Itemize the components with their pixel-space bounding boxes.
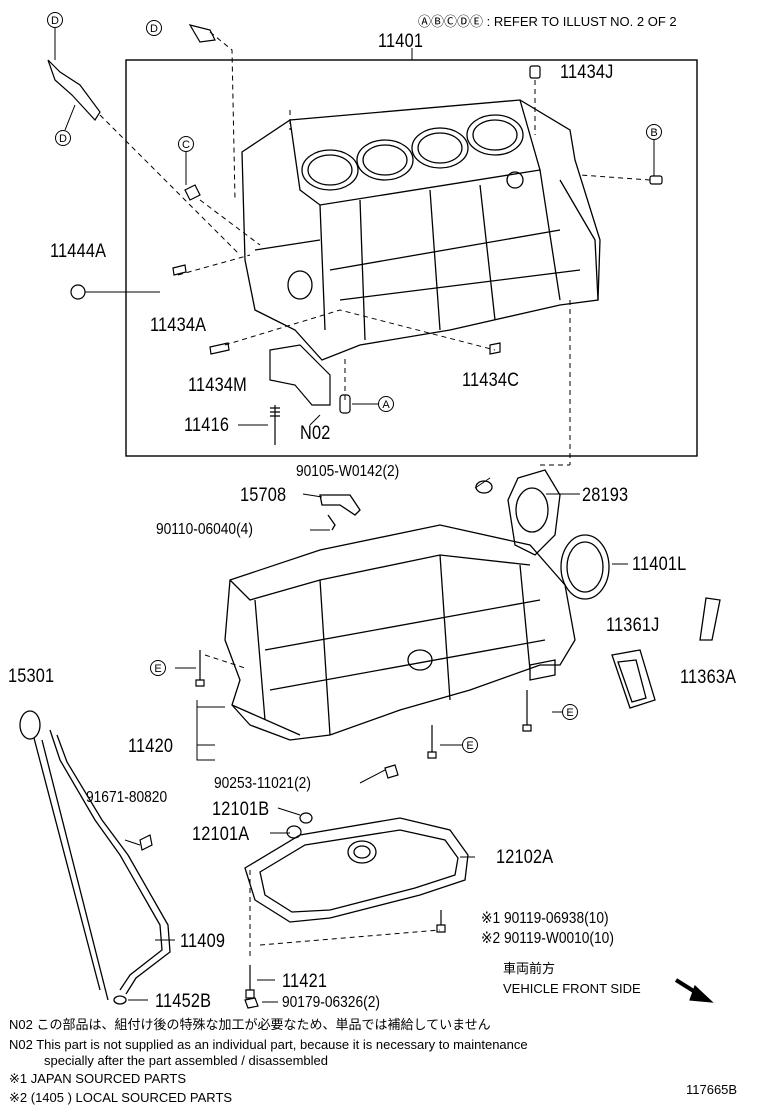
part-label-11401l: 11401L <box>632 554 687 575</box>
part-label-11416: 11416 <box>184 415 230 436</box>
ref-d-3: D <box>55 130 71 146</box>
note-n02-jp: N02 この部品は、組付け後の特殊な加工が必要なため、単品では補給していません <box>9 1017 491 1032</box>
ref-d-2: D <box>146 20 162 36</box>
part-label-12102a: 12102A <box>496 847 554 868</box>
part-label-11409: 11409 <box>180 931 226 952</box>
ref-e-1: E <box>150 660 166 676</box>
part-label-11401: 11401 <box>378 31 424 52</box>
ref-d-1: D <box>47 12 63 28</box>
bolts-lower <box>139 650 532 1009</box>
dipstick-drawing <box>19 710 171 1005</box>
part-label-15301: 15301 <box>8 666 55 687</box>
note-local-sourced: ※2 (1405 ) LOCAL SOURCED PARTS <box>9 1090 233 1105</box>
part-label-90119-1: ※1 90119-06938(10) <box>481 910 609 927</box>
part-label-90179: 90179-06326(2) <box>282 994 380 1011</box>
part-label-11363a: 11363A <box>680 667 737 688</box>
part-label-28193: 28193 <box>582 485 629 506</box>
note-japan-sourced: ※1 JAPAN SOURCED PARTS <box>9 1071 187 1086</box>
crankcase-drawing <box>224 524 576 741</box>
leader-lines-upper <box>99 31 651 466</box>
part-label-11420: 11420 <box>128 736 174 757</box>
vehicle-front-jp: 車両前方 <box>503 961 556 976</box>
refer-note: ⒶⒷⒸⒹⒺ : REFER TO ILLUST NO. 2 OF 2 <box>418 14 677 29</box>
part-label-11434j: 11434J <box>560 62 614 83</box>
ref-leaders <box>54 28 655 746</box>
ref-c: C <box>178 136 194 152</box>
vehicle-front-en: VEHICLE FRONT SIDE <box>503 981 641 996</box>
part-label-91671: 91671-80820 <box>86 789 168 806</box>
part-label-12101b: 12101B <box>212 799 270 820</box>
ref-e-2: E <box>562 704 578 720</box>
vehicle-front-arrow <box>674 978 714 1003</box>
part-label-90253: 90253-11021(2) <box>214 775 311 792</box>
part-label-15708: 15708 <box>240 485 287 506</box>
oil-pan-drawing <box>244 817 469 923</box>
part-label-11421: 11421 <box>282 971 328 992</box>
seals-drawing <box>319 469 721 709</box>
part-label-11452b: 11452B <box>155 991 212 1012</box>
part-label-12101a: 12101A <box>192 824 250 845</box>
note-n02-en-line1: N02 This part is not supplied as an indi… <box>9 1037 528 1052</box>
note-n02-en-line2: specially after the part assembled / dis… <box>44 1053 328 1068</box>
part-label-11434a: 11434A <box>150 315 207 336</box>
part-label-90105: 90105-W0142(2) <box>296 463 400 480</box>
part-label-11361j: 11361J <box>606 615 660 636</box>
part-label-11434m: 11434M <box>188 375 247 396</box>
part-label-n02: N02 <box>300 423 331 444</box>
part-label-11444a: 11444A <box>50 241 107 262</box>
cylinder-block-drawing <box>241 99 601 361</box>
ref-b: B <box>646 124 662 140</box>
ref-a: A <box>378 396 394 412</box>
part-label-90119-2: ※2 90119-W0010(10) <box>481 930 614 947</box>
ref-e-3: E <box>462 737 478 753</box>
assembly-frame <box>125 59 698 457</box>
label-leaders <box>85 48 628 1003</box>
oil-pan-dashes <box>204 654 441 960</box>
part-label-11434c: 11434C <box>462 370 520 391</box>
part-label-90110: 90110-06040(4) <box>156 521 253 538</box>
figure-id: 117665B <box>686 1082 738 1097</box>
